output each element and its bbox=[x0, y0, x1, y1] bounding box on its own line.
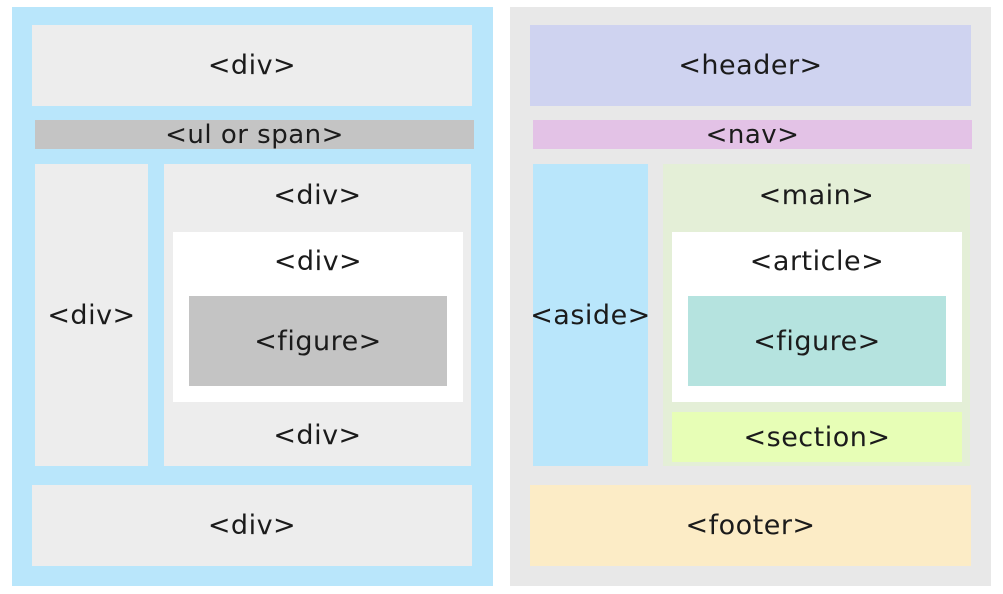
right-figure: <figure> bbox=[688, 296, 946, 386]
nav-bar: <nav> bbox=[533, 119, 972, 150]
section-box: <section> bbox=[672, 412, 962, 462]
nav-label: <nav> bbox=[705, 119, 800, 150]
left-inner-div-label: <div> bbox=[273, 246, 363, 277]
left-ul-or-span-bar: <ul or span> bbox=[35, 119, 474, 150]
left-bar-label: <ul or span> bbox=[165, 119, 344, 150]
left-top-div-label: <div> bbox=[207, 50, 297, 81]
header-label: <header> bbox=[678, 50, 823, 81]
left-content-bottom-div-label: <div> bbox=[273, 420, 362, 451]
left-side-div-label: <div> bbox=[47, 299, 136, 331]
section-label: <section> bbox=[743, 421, 891, 453]
footer-box: <footer> bbox=[530, 485, 971, 566]
left-content-div-label: <div> bbox=[273, 180, 362, 211]
left-top-div: <div> bbox=[32, 25, 472, 106]
header-box: <header> bbox=[530, 25, 971, 106]
left-side-div: <div> bbox=[35, 164, 148, 466]
aside-box: <aside> bbox=[530, 164, 651, 466]
right-figure-label: <figure> bbox=[753, 325, 881, 357]
footer-label: <footer> bbox=[685, 510, 816, 541]
article-label: <article> bbox=[749, 246, 885, 277]
left-figure-label: <figure> bbox=[254, 325, 382, 357]
left-footer-div-label: <div> bbox=[207, 510, 297, 541]
main-label: <main> bbox=[758, 180, 875, 211]
left-figure: <figure> bbox=[189, 296, 447, 386]
aside-label: <aside> bbox=[530, 299, 651, 331]
left-footer-div: <div> bbox=[32, 485, 472, 566]
